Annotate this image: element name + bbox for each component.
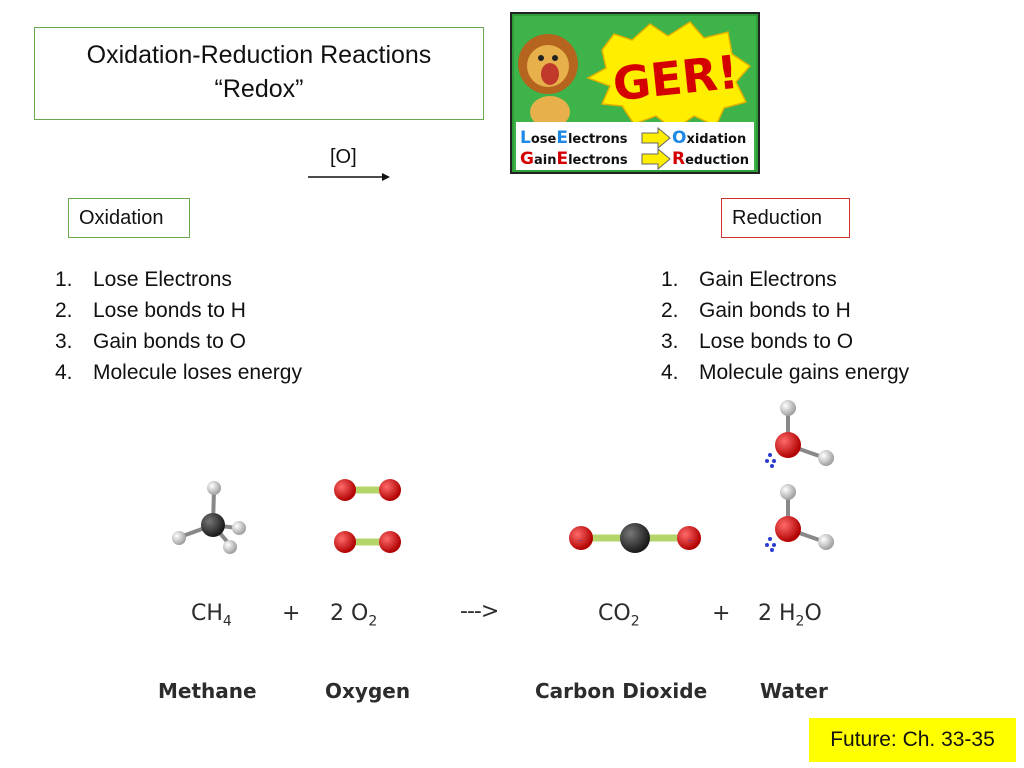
- list-item: 1.Lose Electrons: [55, 268, 232, 291]
- ger-row1-second-letter: E: [556, 128, 568, 148]
- ger-row2-arrow-icon: [641, 147, 671, 171]
- ger-row2-word2: lectrons: [568, 153, 628, 168]
- oxygen-label: Oxygen: [325, 679, 411, 703]
- methane-molecule: [172, 481, 246, 554]
- ger-row2-second-letter: E: [556, 149, 568, 169]
- ger-row2-result-letter: R: [672, 149, 685, 169]
- ger-row1-arrow-icon: [641, 126, 671, 150]
- svg-text:LoseElectrons: LoseElectrons: [520, 128, 628, 148]
- oxygen-formula: 2 O2: [330, 601, 378, 630]
- ger-row2-word1: ain: [534, 153, 556, 168]
- list-item: 4.Molecule gains energy: [661, 361, 910, 384]
- water-label: Water: [760, 679, 828, 703]
- water-formula: 2 H2O: [758, 601, 822, 630]
- plus-sign: +: [282, 601, 301, 626]
- future-chapters-note: Future: Ch. 33-35: [809, 718, 1016, 762]
- list-item: 2.Lose bonds to H: [55, 299, 246, 322]
- title-box: Oxidation-Reduction Reactions “Redox”: [34, 27, 484, 120]
- oxidation-list: 1.Lose Electrons 2.Lose bonds to H 3.Gai…: [55, 264, 302, 388]
- plus-sign: +: [712, 601, 731, 626]
- ger-row1-word1: ose: [531, 132, 557, 147]
- ger-row2-first-letter: G: [520, 149, 534, 169]
- title-line-1: Oxidation-Reduction Reactions: [86, 41, 432, 69]
- list-item: 1.Gain Electrons: [661, 268, 837, 291]
- oxidation-header: Oxidation: [68, 198, 190, 238]
- water-molecule: [765, 484, 834, 552]
- list-item: 3.Gain bonds to O: [55, 330, 246, 353]
- carbon-dioxide-molecule: .. ..: [569, 523, 701, 553]
- methane-label: Methane: [158, 679, 257, 703]
- reaction-arrow-label: [O]: [330, 146, 357, 168]
- svg-text:Reduction: Reduction: [672, 149, 749, 169]
- ger-mnemonic-logo: GER! LoseElectrons Oxidation GainElectro…: [510, 12, 760, 174]
- carbon-dioxide-label: Carbon Dioxide: [535, 679, 708, 703]
- svg-text:Oxidation: Oxidation: [672, 128, 746, 148]
- reaction-arrow-icon: [308, 173, 390, 181]
- co2-formula: CO2: [598, 601, 640, 630]
- ger-row2-result-rest: eduction: [685, 153, 749, 168]
- oxygen-molecule: [334, 531, 401, 553]
- ger-shout-text: GER!: [610, 45, 741, 112]
- reduction-list: 1.Gain Electrons 2.Gain bonds to H 3.Los…: [661, 264, 909, 388]
- title-line-2: “Redox”: [214, 75, 304, 103]
- list-item: 2.Gain bonds to H: [661, 299, 851, 322]
- ger-row1-result-letter: O: [672, 128, 686, 148]
- reduction-header: Reduction: [721, 198, 850, 238]
- reaction-diagram: .. .. CH4 + 2 O2 ---> CO2 + 2 H2O: [158, 400, 834, 703]
- yields-arrow: --->: [460, 599, 499, 624]
- svg-text:GainElectrons: GainElectrons: [520, 149, 628, 169]
- ger-row1-first-letter: L: [520, 128, 531, 148]
- ger-row1-result-rest: xidation: [686, 132, 746, 147]
- list-item: 3.Lose bonds to O: [661, 330, 854, 353]
- list-item: 4.Molecule loses energy: [55, 361, 302, 384]
- ger-row1-word2: lectrons: [568, 132, 628, 147]
- svg-text:..: ..: [687, 533, 692, 543]
- oxygen-molecule: [334, 479, 401, 501]
- methane-formula: CH4: [191, 601, 232, 630]
- water-molecule: [765, 400, 834, 468]
- svg-text:..: ..: [577, 533, 582, 543]
